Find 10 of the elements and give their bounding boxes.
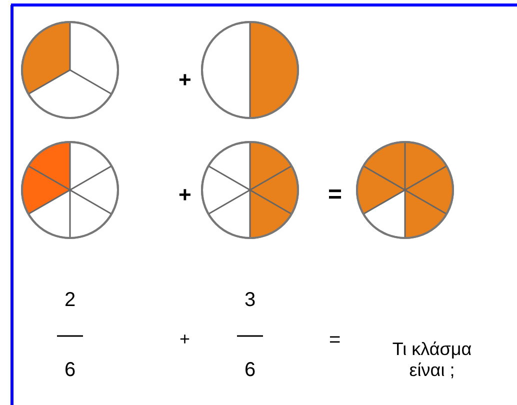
denominator: 6 <box>64 358 76 382</box>
equals-sign: = <box>328 180 342 210</box>
plus-sign: + <box>178 182 192 208</box>
plus-sign: + <box>178 67 192 94</box>
plus-sign: + <box>180 329 190 351</box>
question-text: Τι κλάσμα είναι ; <box>391 338 473 382</box>
denominator: 6 <box>244 358 256 382</box>
numerator: 2 <box>64 288 76 312</box>
numerator: 3 <box>244 288 256 312</box>
equals-sign: = <box>329 328 341 352</box>
